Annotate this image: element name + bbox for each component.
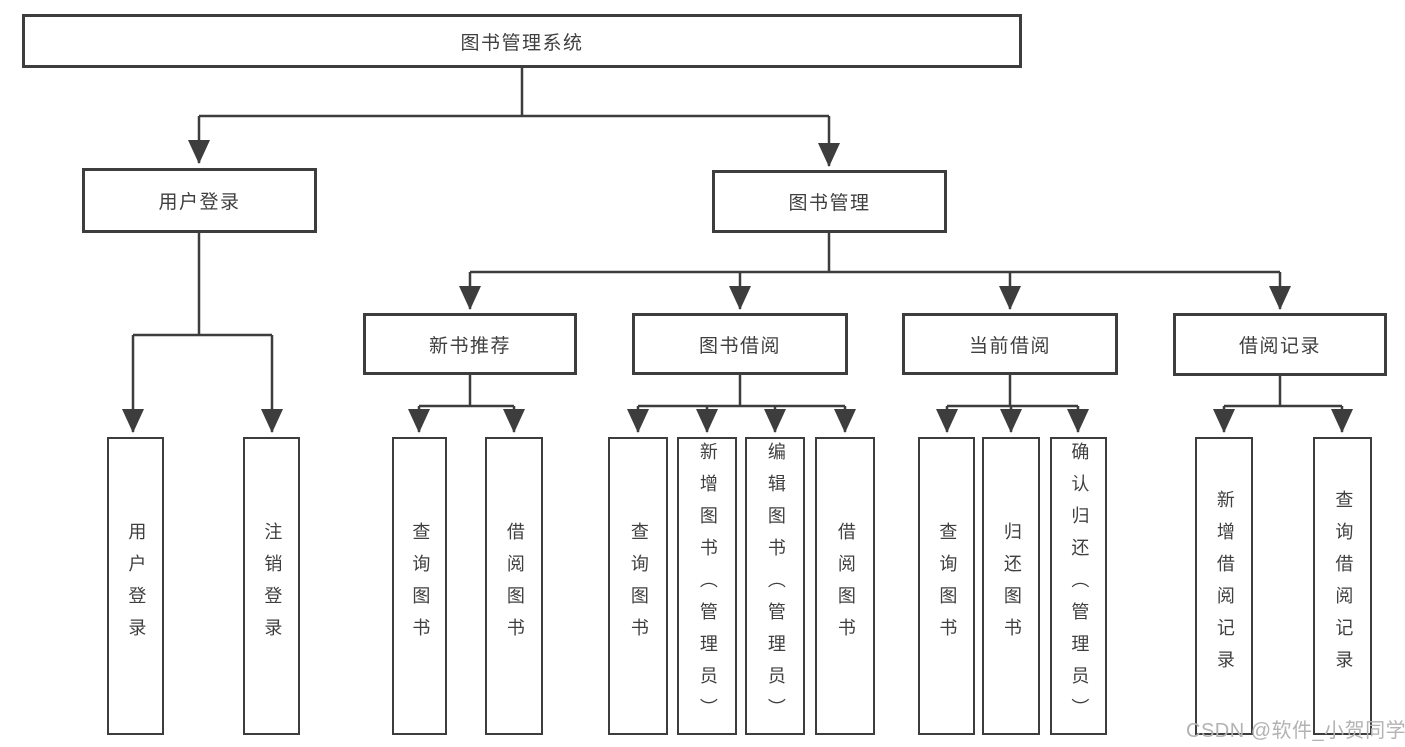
node-root-label: 图书管理系统 <box>460 32 584 54</box>
leaf-newrec-query-books: 查询图书 <box>392 437 447 735</box>
node-label: 当前借阅 <box>968 335 1051 357</box>
node-user-login-module: 用户登录 <box>82 168 317 233</box>
leaf-current-confirm-return-admin: 确认归还（管理员） <box>1050 437 1107 735</box>
node-label: 图书借阅 <box>698 335 781 357</box>
leaf-borrow-add-books-admin: 新增图书（管理员） <box>677 437 737 735</box>
leaf-borrow-edit-books-admin: 编辑图书（管理员） <box>745 437 805 735</box>
node-book-management-module: 图书管理 <box>712 170 947 233</box>
leaf-label: 借阅图书 <box>835 522 856 650</box>
leaf-label: 查询图书 <box>410 522 431 650</box>
leaf-label: 确认归还（管理员） <box>1069 442 1090 730</box>
node-label: 图书管理 <box>788 193 871 214</box>
leaf-label: 注销登录 <box>262 522 283 650</box>
node-borrowing-records: 借阅记录 <box>1173 313 1387 376</box>
node-label: 借阅记录 <box>1238 336 1321 357</box>
node-current-borrowing: 当前借阅 <box>902 313 1118 375</box>
leaf-borrow-query-books: 查询图书 <box>608 437 668 735</box>
leaf-label: 新增图书（管理员） <box>697 442 718 730</box>
leaf-current-return-books: 归还图书 <box>982 437 1040 735</box>
leaf-newrec-borrow-books: 借阅图书 <box>485 437 543 735</box>
leaf-label: 编辑图书（管理员） <box>765 442 786 730</box>
leaf-records-add-record: 新增借阅记录 <box>1195 437 1253 735</box>
leaf-label: 归还图书 <box>1001 522 1022 650</box>
leaf-borrow-borrow-books: 借阅图书 <box>815 437 875 735</box>
leaf-label: 借阅图书 <box>504 522 525 650</box>
csdn-watermark: CSDN @软件_小贺同学 <box>1186 720 1405 742</box>
leaf-label: 新增借阅记录 <box>1214 490 1235 682</box>
leaf-records-query-record: 查询借阅记录 <box>1313 437 1372 735</box>
node-new-book-recommend: 新书推荐 <box>363 313 577 375</box>
leaf-logout: 注销登录 <box>243 437 300 735</box>
node-label: 新书推荐 <box>428 335 511 357</box>
leaf-label: 用户登录 <box>126 522 147 650</box>
leaf-current-query-books: 查询图书 <box>918 437 975 735</box>
node-label: 用户登录 <box>158 192 241 213</box>
leaf-user-login: 用户登录 <box>107 437 164 735</box>
leaf-label: 查询借阅记录 <box>1333 490 1354 682</box>
node-root-library-system: 图书管理系统 <box>22 14 1022 68</box>
leaf-label: 查询图书 <box>937 522 958 650</box>
node-book-borrowing: 图书借阅 <box>632 313 848 375</box>
leaf-label: 查询图书 <box>628 522 649 650</box>
